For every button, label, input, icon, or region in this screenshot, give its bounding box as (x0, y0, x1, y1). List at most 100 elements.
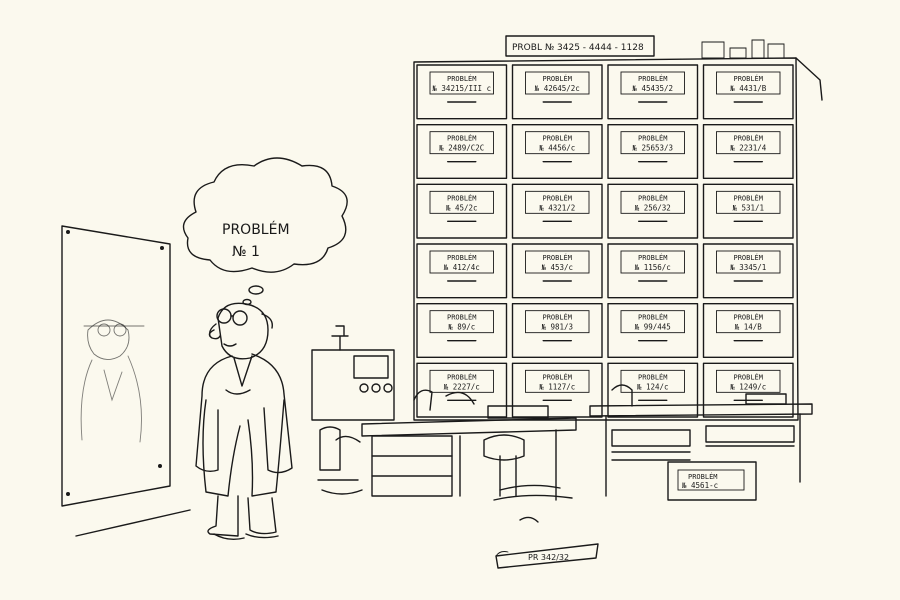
drawer-number: № 124/c (636, 382, 669, 391)
drawer-front (511, 302, 603, 359)
drawer-label-card (525, 190, 590, 214)
drawer-label-card (620, 71, 685, 95)
drawer-front (702, 64, 794, 120)
drawer-number: № 412/4c (443, 263, 480, 272)
drawer-number: № 14/B (734, 323, 763, 332)
drawer-front (416, 302, 508, 359)
drawer-number: № 2231/4 (729, 144, 767, 153)
drawer-number: № 99/445 (634, 323, 671, 332)
floor-drawer-number: № 4561-c (681, 481, 718, 490)
drawer-title: PROBLÉM (638, 313, 668, 322)
cabinet-top-label: PROBL № 3425 - 4444 - 1128 (512, 43, 644, 53)
thought-bubble-line1: PROBLÉM (222, 221, 290, 238)
drawer-number: № 4321/2 (538, 203, 575, 212)
floor-folder-label: PR 342/32 (528, 553, 569, 562)
drawer-front (702, 183, 794, 239)
drawer-label-card (716, 250, 781, 274)
drawer-number: № 1127/c (538, 382, 575, 391)
drawer-label-card (620, 369, 685, 393)
drawer-number: № 1156/c (634, 263, 671, 272)
drawer-title: PROBLÉM (733, 253, 763, 262)
drawer-title: PROBLÉM (542, 253, 572, 262)
floor-line (75, 509, 191, 537)
drawer-number: № 531/1 (731, 203, 764, 212)
drawer-number: № 34215/III c (431, 84, 491, 93)
drawer-label-card (429, 369, 494, 393)
drawer-label-card (525, 250, 590, 274)
drawer-title: PROBLÉM (638, 372, 668, 381)
drawer-label-card (716, 190, 781, 214)
drawer-title: PROBLÉM (733, 193, 763, 202)
floor-drawer-title: PROBLÉM (688, 472, 718, 481)
drawer-label-card (620, 190, 685, 214)
drawer-front (416, 183, 508, 239)
drawer-number: № 25653/3 (631, 144, 673, 153)
drawer-title: PROBLÉM (638, 74, 668, 83)
drawer-front (607, 243, 699, 299)
drawer-front (416, 362, 508, 418)
drawer-label-card (525, 131, 590, 155)
drawer-label-card (525, 71, 590, 95)
drawer-number: № 3345/1 (729, 263, 766, 272)
drawer-front (416, 64, 508, 120)
drawer-number: № 1249/c (729, 382, 766, 391)
drawer-title: PROBLÉM (638, 253, 668, 262)
drawer-label-card (429, 190, 494, 214)
floor-folder: PR 342/32 (495, 543, 599, 569)
drawer-label-card (620, 131, 685, 155)
drawer-number: № 981/3 (540, 323, 573, 332)
drawer-label-card (620, 250, 685, 274)
drawer-front (607, 123, 699, 180)
drawer-title: PROBLÉM (542, 74, 572, 83)
drawer-number: № 2227/c (443, 382, 480, 391)
drawer-front (416, 243, 508, 299)
drawer-number: № 45435/2 (631, 84, 673, 93)
scientist-figure (195, 302, 293, 541)
drawer-front (702, 243, 794, 299)
drawer-title: PROBLÉM (447, 253, 477, 262)
back-table (589, 384, 813, 497)
drawer-label-card (429, 250, 494, 274)
drawer-number: № 89/c (447, 323, 475, 332)
drawer-label-card (716, 71, 781, 95)
drawer-title: PROBLÉM (447, 313, 477, 322)
drawer-front (511, 64, 603, 120)
drawer-title: PROBLÉM (447, 134, 477, 143)
drawer-front (511, 243, 603, 299)
drawer-front (511, 362, 603, 418)
drawer-title: PROBLÉM (638, 193, 668, 202)
drawer-title: PROBLÉM (447, 372, 477, 381)
drawer-label-card (716, 131, 781, 155)
drawer-title: PROBLÉM (733, 74, 763, 83)
drawer-label-card (716, 369, 781, 393)
drawer-number: № 42645/2c (534, 84, 580, 93)
drawer-number: № 4431/B (729, 84, 767, 93)
drawer-title: PROBLÉM (542, 313, 572, 322)
drawer-number: № 45/2c (445, 203, 478, 212)
drawer-number: № 256/32 (634, 203, 671, 212)
drawer-title: PROBLÉM (447, 74, 477, 83)
drawer-label-card (429, 131, 494, 155)
drawer-label-card (620, 310, 685, 334)
drawer-front (607, 64, 699, 120)
drawer-number: № 453/c (540, 263, 573, 272)
